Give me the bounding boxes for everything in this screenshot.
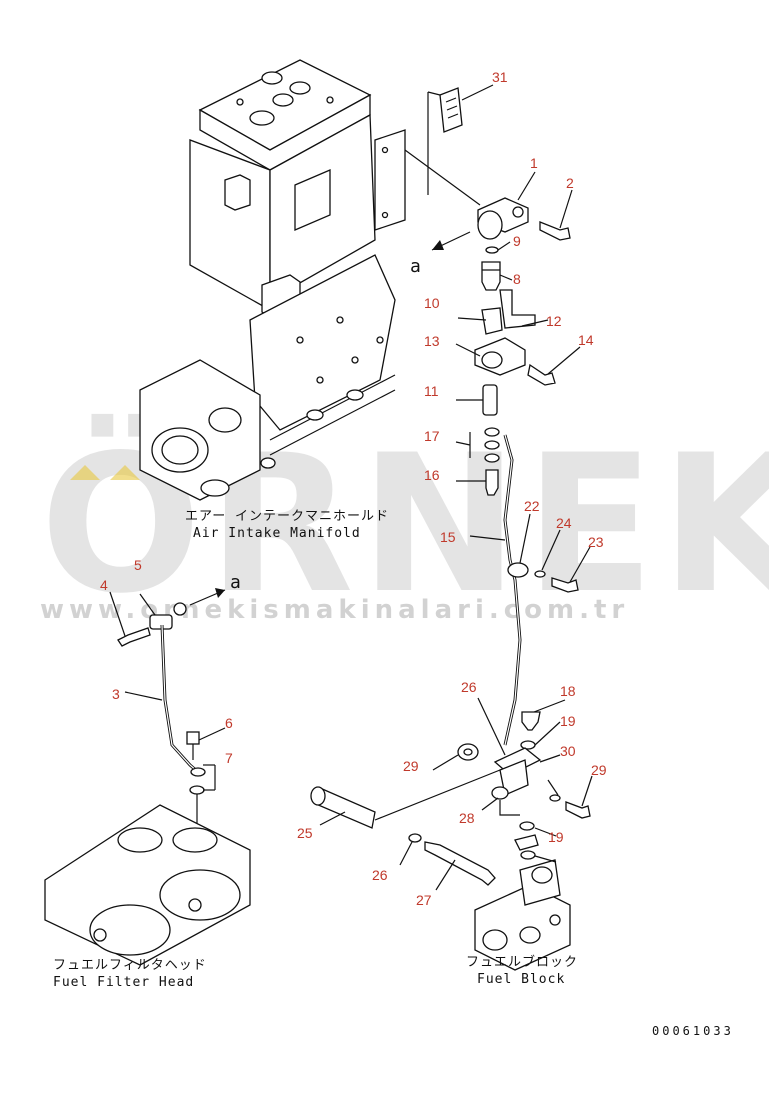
- marker-a-left: a: [230, 572, 242, 593]
- part-number-17: 17: [424, 428, 440, 444]
- part-number-29: 29: [591, 762, 607, 778]
- part-number-12: 12: [546, 313, 562, 329]
- part-number-25: 27: [416, 892, 432, 908]
- part-number-1: 1: [530, 155, 538, 171]
- watermark-url: www.ornekismakinalari.com.tr: [40, 595, 629, 625]
- part-number-16: 16: [424, 467, 440, 483]
- arrow-icon: [432, 240, 444, 250]
- part-number-9: 9: [513, 233, 521, 249]
- fuel-filter-line-drawing: [44, 588, 251, 966]
- part-number-30: 30: [560, 743, 576, 759]
- intake-label-jp: エアー インテークマニホールド: [185, 509, 389, 524]
- part-number-18: 18: [560, 683, 576, 699]
- block-label-en: Fuel Block: [477, 972, 565, 987]
- part-number-3: 3: [112, 686, 120, 702]
- part-number-31: 31: [492, 69, 508, 85]
- part-number-21: 23: [588, 534, 604, 550]
- fuel-block-linkage-drawing: [310, 87, 591, 971]
- part-number-19-bottom: 19: [548, 829, 564, 845]
- filter-label-en: Fuel Filter Head: [53, 975, 194, 990]
- part-number-13: 13: [424, 333, 440, 349]
- part-number-20: 22: [524, 498, 540, 514]
- part-number-27: 29: [403, 758, 419, 774]
- part-number-4: 4: [100, 577, 108, 593]
- watermark-accent-icon: [110, 465, 140, 480]
- air-intake-manifold-drawing: [139, 59, 406, 501]
- watermark-accent-icon: [70, 465, 100, 480]
- part-number-6: 6: [225, 715, 233, 731]
- part-number-8: 8: [513, 271, 521, 287]
- block-label-jp: フュエルブロック: [466, 954, 578, 970]
- leader-lines: [109, 84, 593, 891]
- part-number-23: 25: [297, 825, 313, 841]
- part-number-5: 5: [134, 557, 142, 573]
- component-labels: エアー インテークマニホールド Air Intake Manifold フュエル…: [53, 509, 578, 990]
- intake-label-en: Air Intake Manifold: [193, 526, 361, 541]
- part-number-22: 24: [556, 515, 572, 531]
- part-number-26: 26: [372, 867, 388, 883]
- filter-label-jp: フュエルフィルタヘッド: [53, 958, 207, 973]
- part-number-14: 14: [578, 332, 594, 348]
- part-number-19-top: 19: [560, 713, 576, 729]
- arrow-icon: [215, 588, 225, 598]
- part-number-15: 15: [440, 529, 456, 545]
- drawing-code: 00061033: [652, 1024, 734, 1038]
- part-number-labels: 31 1 2 9 8 10 12 13 14 11 17 16 15 22 24…: [100, 69, 607, 908]
- part-number-28: 28: [459, 810, 475, 826]
- marker-a-top: a: [410, 256, 422, 277]
- part-number-7: 7: [225, 750, 233, 766]
- part-number-10: 10: [424, 295, 440, 311]
- part-number-24: 26: [461, 679, 477, 695]
- part-number-11: 11: [424, 383, 439, 399]
- part-number-2: 2: [566, 175, 574, 191]
